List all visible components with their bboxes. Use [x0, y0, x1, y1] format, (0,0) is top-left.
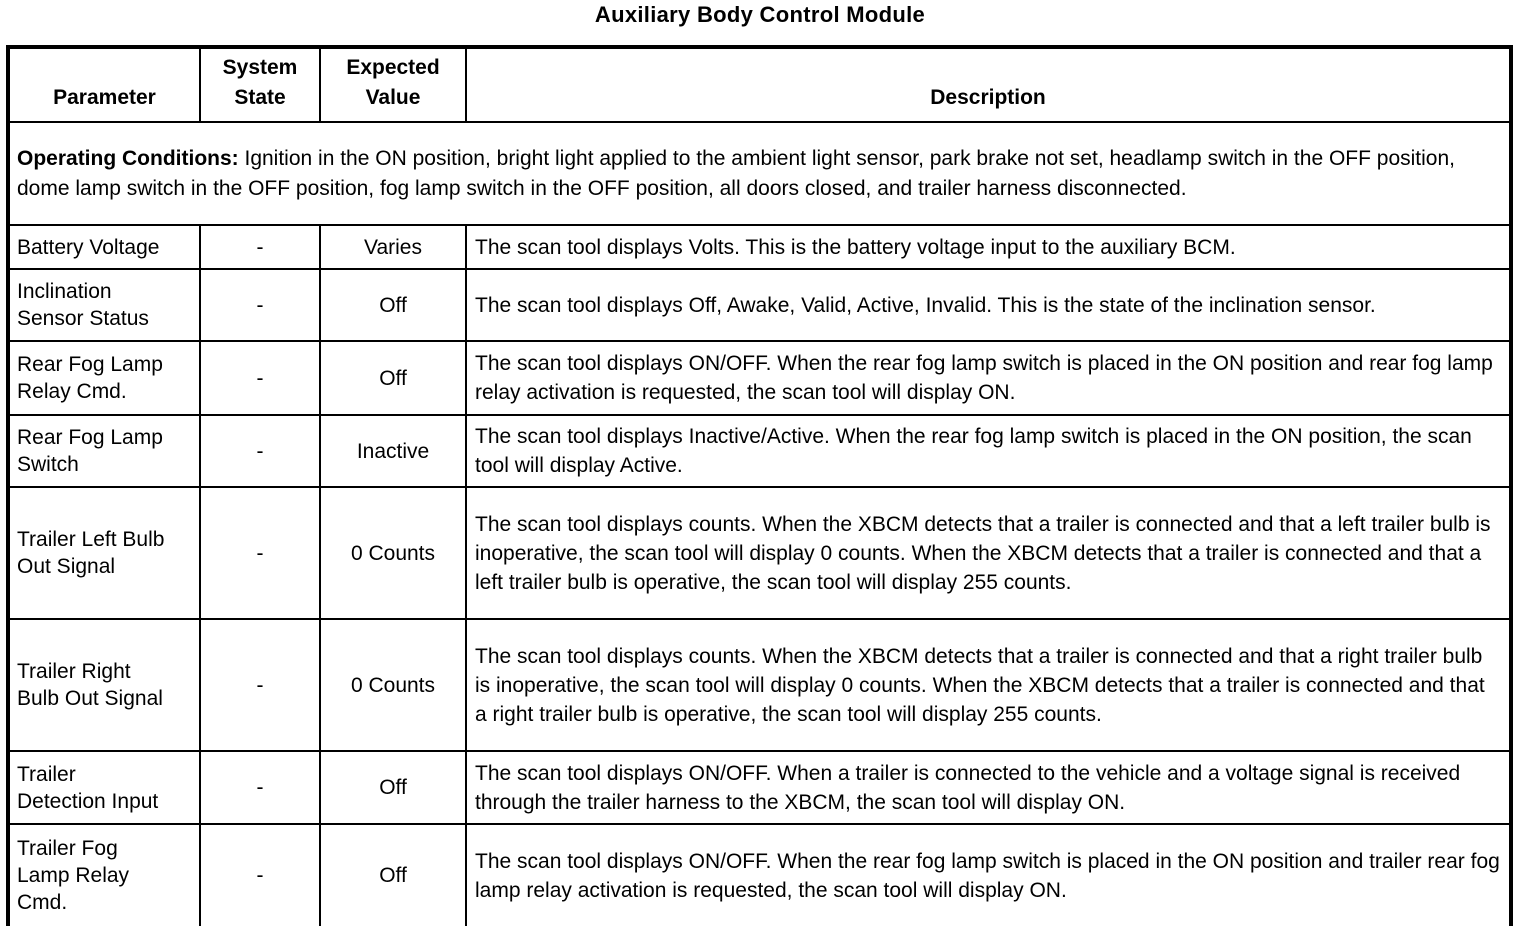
page-title: Auxiliary Body Control Module — [594, 2, 926, 27]
table-body: Operating Conditions: Ignition in the ON… — [7, 121, 1512, 926]
system-state-cell: - — [199, 750, 321, 825]
table-row: Trailer Fog Lamp Relay Cmd. - Off The sc… — [7, 823, 1512, 926]
table-row: Trailer Right Bulb Out Signal - 0 Counts… — [7, 618, 1512, 752]
description-cell: The scan tool displays Volts. This is th… — [465, 224, 1512, 270]
expected-value-cell: Varies — [319, 224, 467, 270]
header-parameter: Parameter — [7, 46, 201, 123]
system-state-cell: - — [199, 224, 321, 270]
table-row: Rear Fog Lamp Switch - Inactive The scan… — [7, 414, 1512, 488]
expected-value-cell: Off — [319, 268, 467, 342]
parameter-cell: Rear Fog Lamp Switch — [7, 414, 201, 488]
operating-conditions-cell: Operating Conditions: Ignition in the ON… — [7, 121, 1512, 226]
header-description: Description — [465, 46, 1512, 123]
expected-value-cell: Inactive — [319, 414, 467, 488]
parameter-cell: Trailer Left Bulb Out Signal — [7, 486, 201, 620]
operating-conditions-label: Operating Conditions: — [17, 146, 239, 170]
parameter-cell: Inclination Sensor Status — [7, 268, 201, 342]
description-cell: The scan tool displays ON/OFF. When the … — [465, 340, 1512, 416]
parameter-cell: Rear Fog Lamp Relay Cmd. — [7, 340, 201, 416]
parameter-table: Parameter System State Expected Value De… — [6, 45, 1513, 926]
description-cell: The scan tool displays ON/OFF. When the … — [465, 823, 1512, 926]
table-row: Trailer Left Bulb Out Signal - 0 Counts … — [7, 486, 1512, 620]
parameter-cell: Trailer Detection Input — [7, 750, 201, 825]
header-expected-value: Expected Value — [319, 46, 467, 123]
expected-value-cell: 0 Counts — [319, 618, 467, 752]
description-cell: The scan tool displays counts. When the … — [465, 486, 1512, 620]
parameter-cell: Battery Voltage — [7, 224, 201, 270]
parameter-cell: Trailer Right Bulb Out Signal — [7, 618, 201, 752]
operating-conditions-text: Ignition in the ON position, bright ligh… — [17, 146, 1455, 200]
table-row: Inclination Sensor Status - Off The scan… — [7, 268, 1512, 342]
system-state-cell: - — [199, 268, 321, 342]
expected-value-cell: Off — [319, 823, 467, 926]
table-row: Rear Fog Lamp Relay Cmd. - Off The scan … — [7, 340, 1512, 416]
description-cell: The scan tool displays ON/OFF. When a tr… — [465, 750, 1512, 825]
parameter-cell: Trailer Fog Lamp Relay Cmd. — [7, 823, 201, 926]
table-row: Battery Voltage - Varies The scan tool d… — [7, 224, 1512, 270]
system-state-cell: - — [199, 618, 321, 752]
operating-conditions-row: Operating Conditions: Ignition in the ON… — [7, 121, 1512, 226]
expected-value-cell: Off — [319, 750, 467, 825]
expected-value-cell: Off — [319, 340, 467, 416]
header-row: Parameter System State Expected Value De… — [7, 46, 1512, 123]
system-state-cell: - — [199, 486, 321, 620]
description-cell: The scan tool displays Off, Awake, Valid… — [465, 268, 1512, 342]
system-state-cell: - — [199, 414, 321, 488]
description-cell: The scan tool displays Inactive/Active. … — [465, 414, 1512, 488]
table-row: Trailer Detection Input - Off The scan t… — [7, 750, 1512, 825]
expected-value-cell: 0 Counts — [319, 486, 467, 620]
system-state-cell: - — [199, 823, 321, 926]
system-state-cell: - — [199, 340, 321, 416]
description-cell: The scan tool displays counts. When the … — [465, 618, 1512, 752]
header-system-state: System State — [199, 46, 321, 123]
